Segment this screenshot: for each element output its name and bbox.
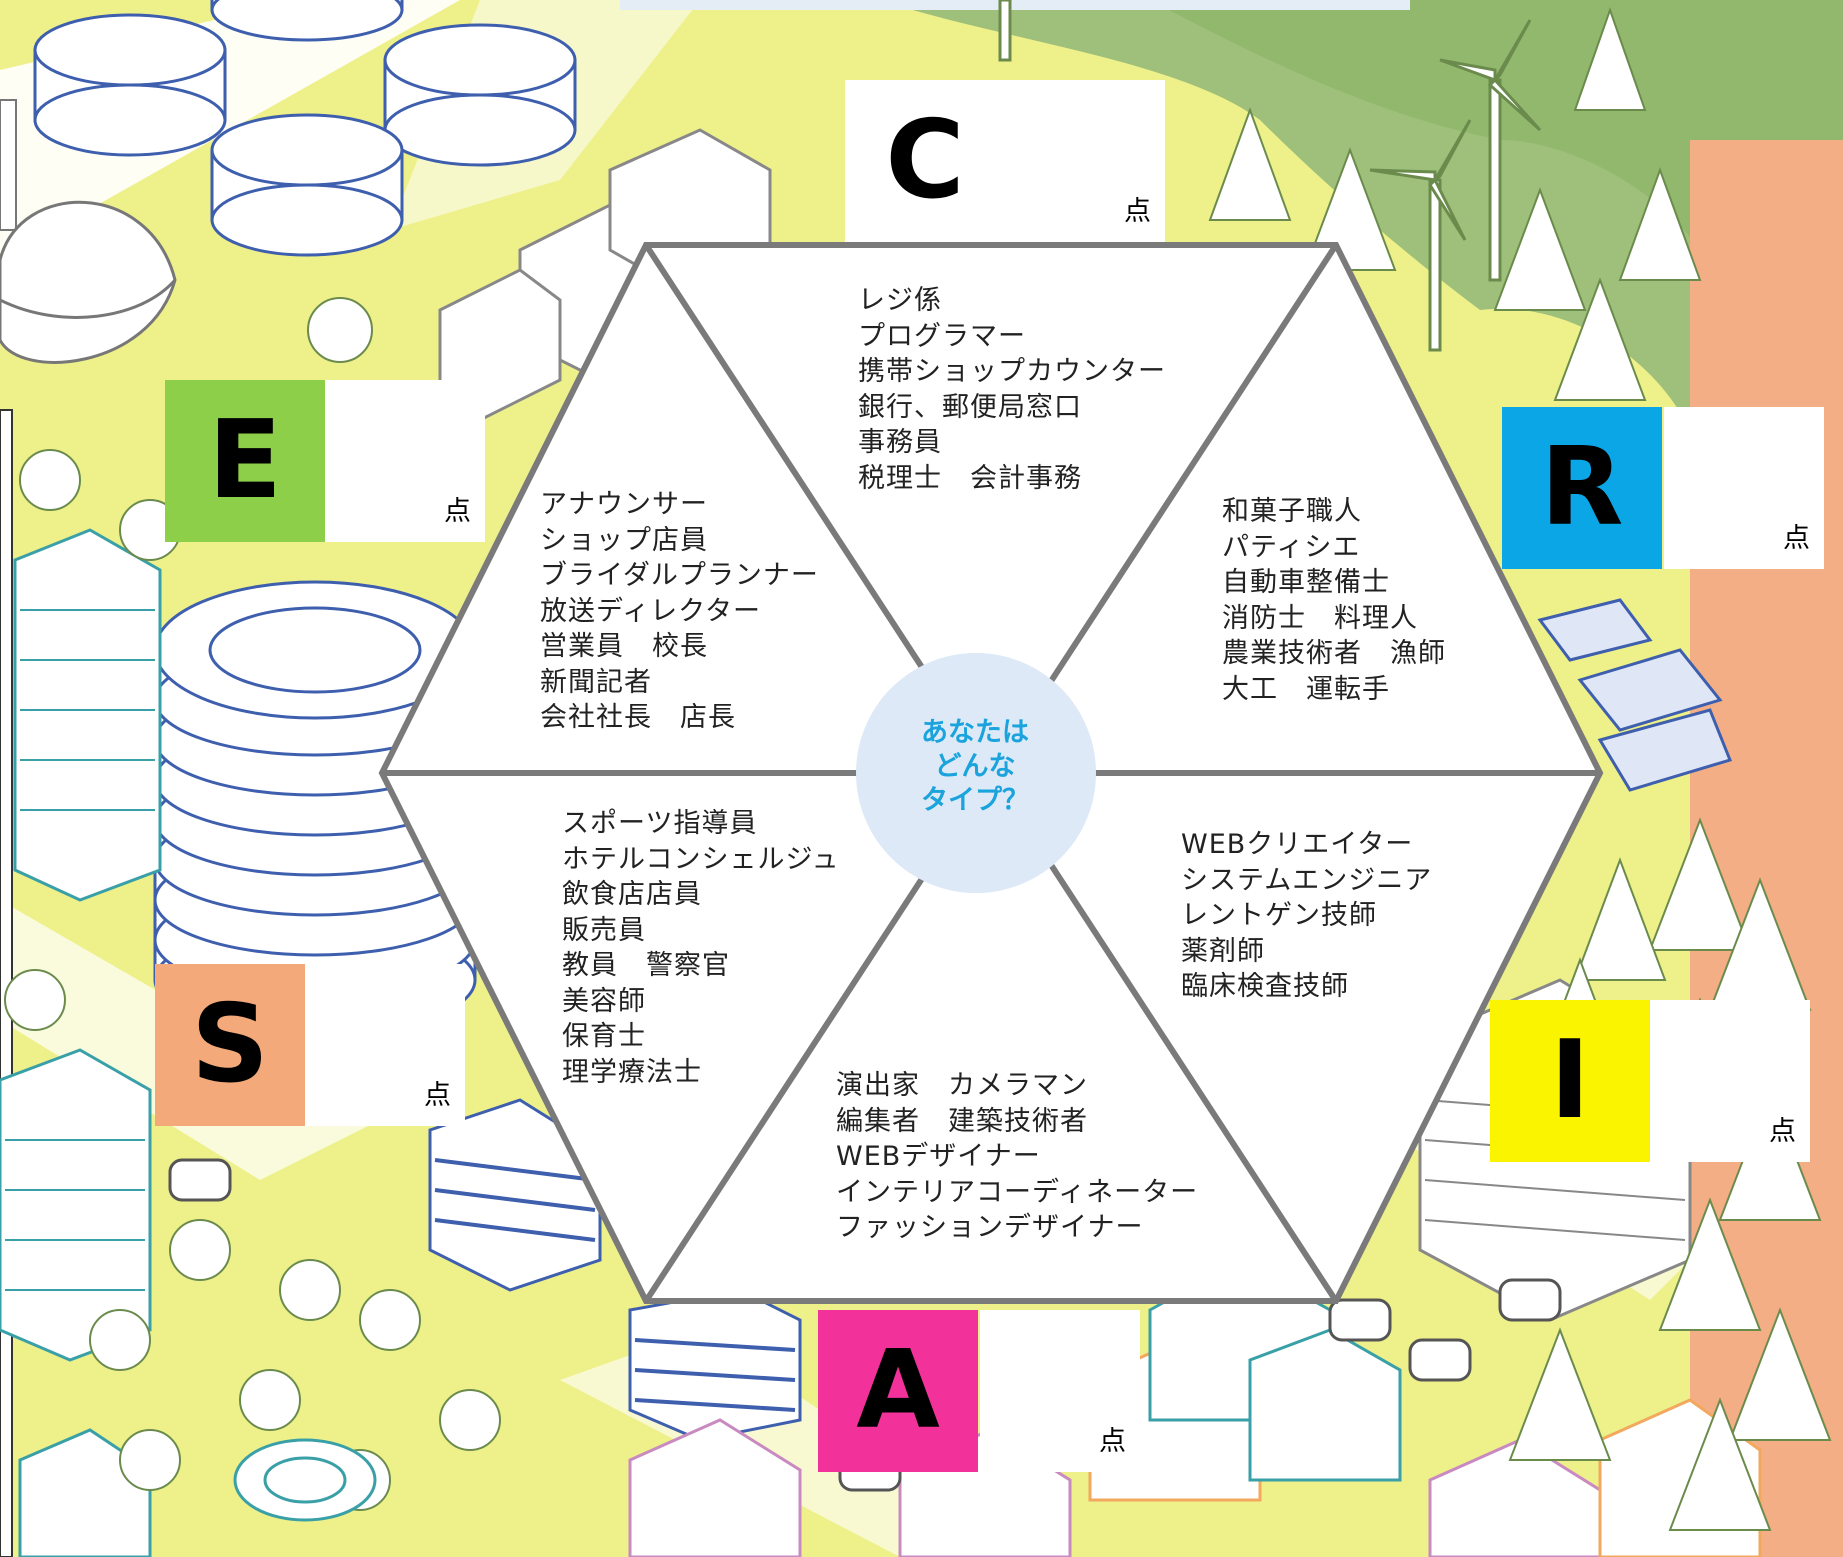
score-unit-r: 点: [1783, 523, 1810, 554]
job-item: 販売員: [562, 914, 646, 946]
type-letter-r: R: [1540, 425, 1624, 550]
job-item: 理学療法士: [562, 1056, 702, 1088]
job-item: レントゲン技師: [1181, 900, 1377, 931]
job-item: 教員 警察官: [562, 950, 730, 981]
type-label-a: A 点: [818, 1310, 1148, 1472]
score-box-i[interactable]: 点: [1650, 1000, 1810, 1162]
center-line-2: どんな: [934, 751, 1016, 782]
score-unit-a: 点: [1099, 1426, 1126, 1457]
job-item: 飲食店店員: [562, 879, 702, 910]
type-letter-s: S: [191, 982, 269, 1107]
job-item: 事務員: [858, 427, 942, 458]
job-item: 農業技術者 漁師: [1222, 638, 1446, 669]
job-item: システムエンジニア: [1181, 864, 1433, 896]
type-label-i: I 点: [1490, 1000, 1815, 1162]
type-letter-e: E: [208, 398, 282, 523]
type-letter-box-r: R: [1502, 407, 1662, 569]
type-letter-i: I: [1549, 1018, 1591, 1143]
job-item: 演出家 カメラマン: [836, 1070, 1088, 1101]
job-item: 税理士 会計事務: [858, 462, 1082, 494]
job-item: 営業員 校長: [540, 631, 708, 662]
type-letter-box-e: E: [165, 380, 325, 542]
type-label-c: C 点: [845, 80, 1170, 242]
segment-i-jobs: WEBクリエイター システムエンジニア レントゲン技師 薬剤師 臨床検査技師: [1181, 827, 1432, 1005]
job-item: 携帯ショップカウンター: [858, 356, 1166, 387]
score-box-a[interactable]: 点: [980, 1310, 1140, 1472]
score-unit-s: 点: [424, 1080, 451, 1111]
job-item: 大工 運転手: [1222, 673, 1390, 705]
job-item: 新聞記者: [540, 666, 652, 698]
segment-a-jobs: 演出家 カメラマン 編集者 建築技術者 WEBデザイナー インテリアコーディネー…: [836, 1068, 1198, 1246]
segment-e-jobs: アナウンサー ショップ店員 ブライダルプランナー 放送ディレクター 営業員 校長…: [540, 487, 819, 736]
job-item: ショップ店員: [540, 524, 708, 556]
score-unit-i: 点: [1769, 1116, 1796, 1147]
type-label-s: S 点: [155, 964, 467, 1126]
type-letter-box-c: C: [845, 80, 1005, 242]
type-letter-c: C: [885, 98, 965, 223]
job-item: 会社社長 店長: [540, 702, 736, 733]
job-item: ブライダルプランナー: [540, 560, 819, 591]
center-line-3: タイプ？: [921, 785, 1029, 816]
type-label-r: R 点: [1502, 407, 1827, 569]
job-item: 保育士: [562, 1021, 646, 1052]
center-line-1: あなたは: [921, 717, 1029, 748]
job-item: 美容師: [562, 985, 646, 1017]
job-item: ホテルコンシェルジュ: [562, 843, 840, 875]
score-box-s[interactable]: 点: [305, 964, 465, 1126]
job-item: レジ係: [858, 285, 942, 316]
job-item: 和菓子職人: [1222, 496, 1362, 527]
segment-s-jobs: スポーツ指導員 ホテルコンシェルジュ 飲食店店員 販売員 教員 警察官 美容師 …: [562, 806, 840, 1090]
score-box-e[interactable]: 点: [325, 380, 485, 542]
type-letter-box-a: A: [818, 1310, 978, 1472]
job-item: 臨床検査技師: [1181, 971, 1349, 1002]
job-item: WEBデザイナー: [836, 1141, 1041, 1172]
type-letter-a: A: [856, 1328, 940, 1453]
job-item: 薬剤師: [1181, 935, 1265, 967]
type-letter-box-s: S: [155, 964, 305, 1126]
job-item: スポーツ指導員: [562, 808, 758, 839]
segment-c-jobs: レジ係 プログラマー 携帯ショップカウンター 銀行、郵便局窓口 事務員 税理士 …: [858, 283, 1166, 496]
score-box-c[interactable]: 点: [1005, 80, 1165, 242]
score-unit-e: 点: [444, 496, 471, 527]
job-item: 編集者 建築技術者: [836, 1105, 1088, 1137]
job-item: インテリアコーディネーター: [836, 1176, 1199, 1208]
job-item: アナウンサー: [540, 489, 708, 520]
center-circle: [856, 653, 1096, 893]
job-item: WEBクリエイター: [1181, 829, 1414, 860]
segment-r-jobs: 和菓子職人 パティシエ 自動車整備士 消防士 料理人 農業技術者 漁師 大工 運…: [1222, 494, 1446, 707]
center-question: あなたは どんな タイプ？: [880, 716, 1070, 818]
job-item: 消防士 料理人: [1222, 602, 1418, 634]
job-item: 自動車整備士: [1222, 567, 1390, 598]
score-unit-c: 点: [1124, 196, 1151, 227]
job-item: 銀行、郵便局窓口: [858, 391, 1082, 423]
job-item: 放送ディレクター: [540, 595, 762, 627]
job-item: プログラマー: [858, 320, 1026, 352]
type-letter-box-i: I: [1490, 1000, 1650, 1162]
job-item: ファッションデザイナー: [836, 1212, 1144, 1243]
job-item: パティシエ: [1222, 531, 1361, 563]
score-box-r[interactable]: 点: [1664, 407, 1824, 569]
type-label-e: E 点: [165, 380, 490, 542]
